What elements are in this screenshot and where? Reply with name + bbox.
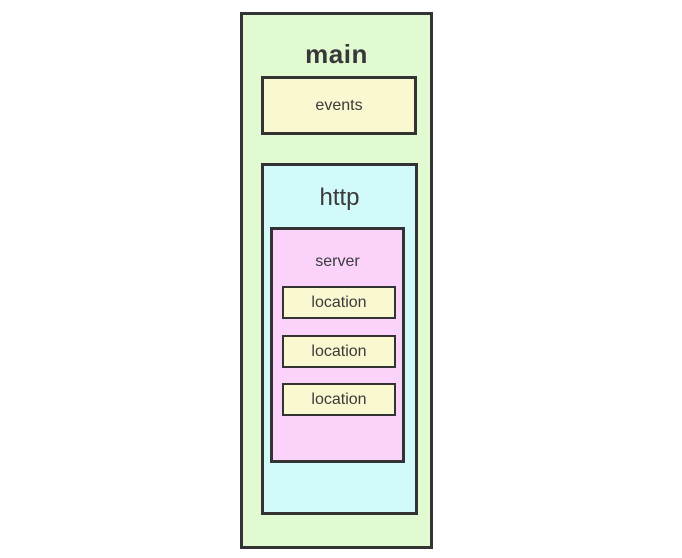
location-context-label: location	[311, 390, 367, 408]
http-context-label: http	[319, 184, 360, 211]
location-context-box: location	[282, 286, 396, 319]
main-context-label: main	[305, 39, 368, 69]
location-context-box: location	[282, 335, 396, 368]
server-context-box: server location location location	[270, 227, 405, 463]
http-context-box: http server location location location	[261, 163, 418, 515]
main-context-box: main events http server location locatio…	[240, 12, 433, 549]
location-context-label: location	[311, 293, 367, 311]
events-context-box: events	[261, 76, 417, 135]
location-context-label: location	[311, 342, 367, 360]
server-context-label: server	[315, 253, 360, 270]
events-context-label: events	[315, 96, 363, 114]
location-context-box: location	[282, 383, 396, 416]
